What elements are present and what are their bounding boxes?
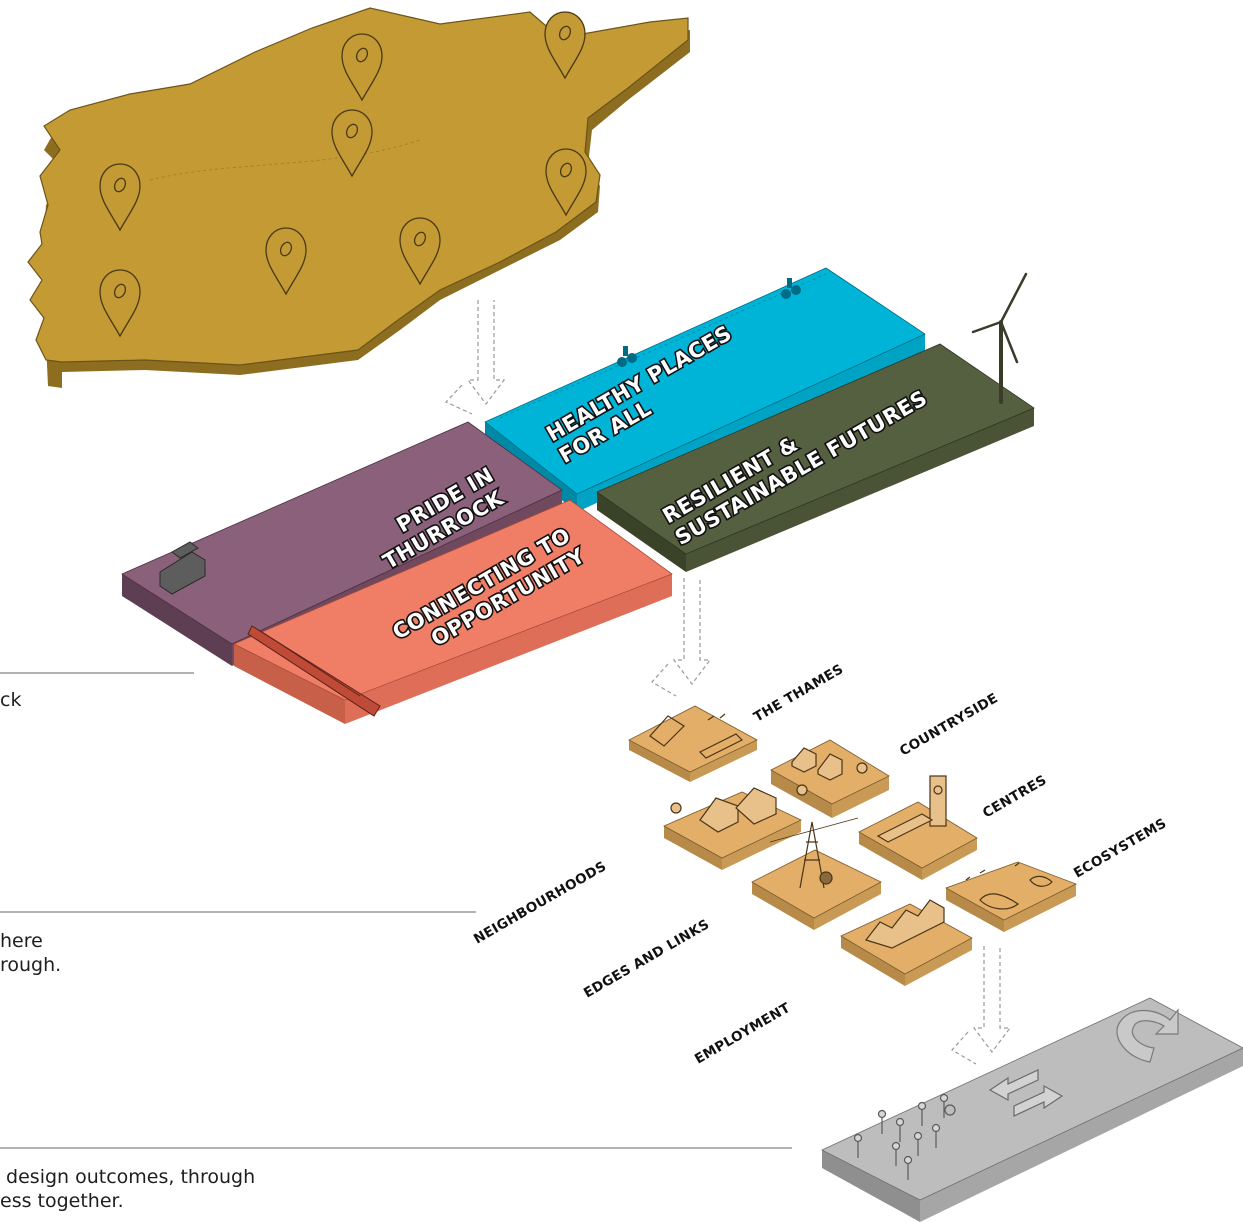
tile-the-thames bbox=[628, 705, 758, 782]
tile-countryside bbox=[770, 739, 890, 818]
label-the-thames: THE THAMES bbox=[751, 661, 846, 725]
refresh-icon bbox=[1116, 1008, 1179, 1063]
map-top bbox=[27, 7, 689, 366]
side-note-2: here rough. bbox=[0, 930, 62, 976]
tile-employment bbox=[840, 899, 973, 986]
flow-arrow-1 bbox=[444, 300, 506, 415]
wind-turbine-icon bbox=[971, 272, 1028, 404]
cyclist-icon bbox=[781, 278, 801, 299]
tile-neighbourhoods bbox=[663, 787, 802, 870]
side-note-1: ck bbox=[0, 689, 22, 711]
divider-rule-1 bbox=[0, 672, 194, 674]
cyclist-icon bbox=[617, 346, 637, 367]
flow-arrow-2 bbox=[651, 578, 712, 697]
label-centres: CENTRES bbox=[980, 772, 1050, 821]
side-note-3: design outcomes, through ess together. bbox=[0, 1166, 256, 1212]
label-neighbourhoods: NEIGHBOURHOODS bbox=[471, 858, 609, 947]
people-icon bbox=[853, 1093, 956, 1180]
ship-icon bbox=[247, 625, 381, 717]
base-plate bbox=[821, 997, 1243, 1222]
divider-rule-3 bbox=[0, 1147, 792, 1149]
label-edges-and-links: EDGES AND LINKS bbox=[581, 916, 712, 1001]
tile-centres bbox=[858, 775, 978, 880]
tile-ecosystems bbox=[945, 861, 1077, 932]
truck-icon bbox=[159, 541, 206, 595]
plate-connecting-opportunity: CONNECTING TO OPPORTUNITY bbox=[233, 499, 673, 724]
thurrock-map bbox=[27, 7, 690, 388]
divider-rule-2 bbox=[0, 911, 476, 913]
label-ecosystems: ECOSYSTEMS bbox=[1071, 815, 1169, 881]
flow-arrow-3 bbox=[951, 946, 1012, 1065]
tile-edges-and-links bbox=[751, 817, 882, 930]
label-employment: EMPLOYMENT bbox=[692, 1000, 794, 1068]
swap-arrows-icon bbox=[988, 1069, 1064, 1117]
label-countryside: COUNTRYSIDE bbox=[897, 690, 1001, 759]
